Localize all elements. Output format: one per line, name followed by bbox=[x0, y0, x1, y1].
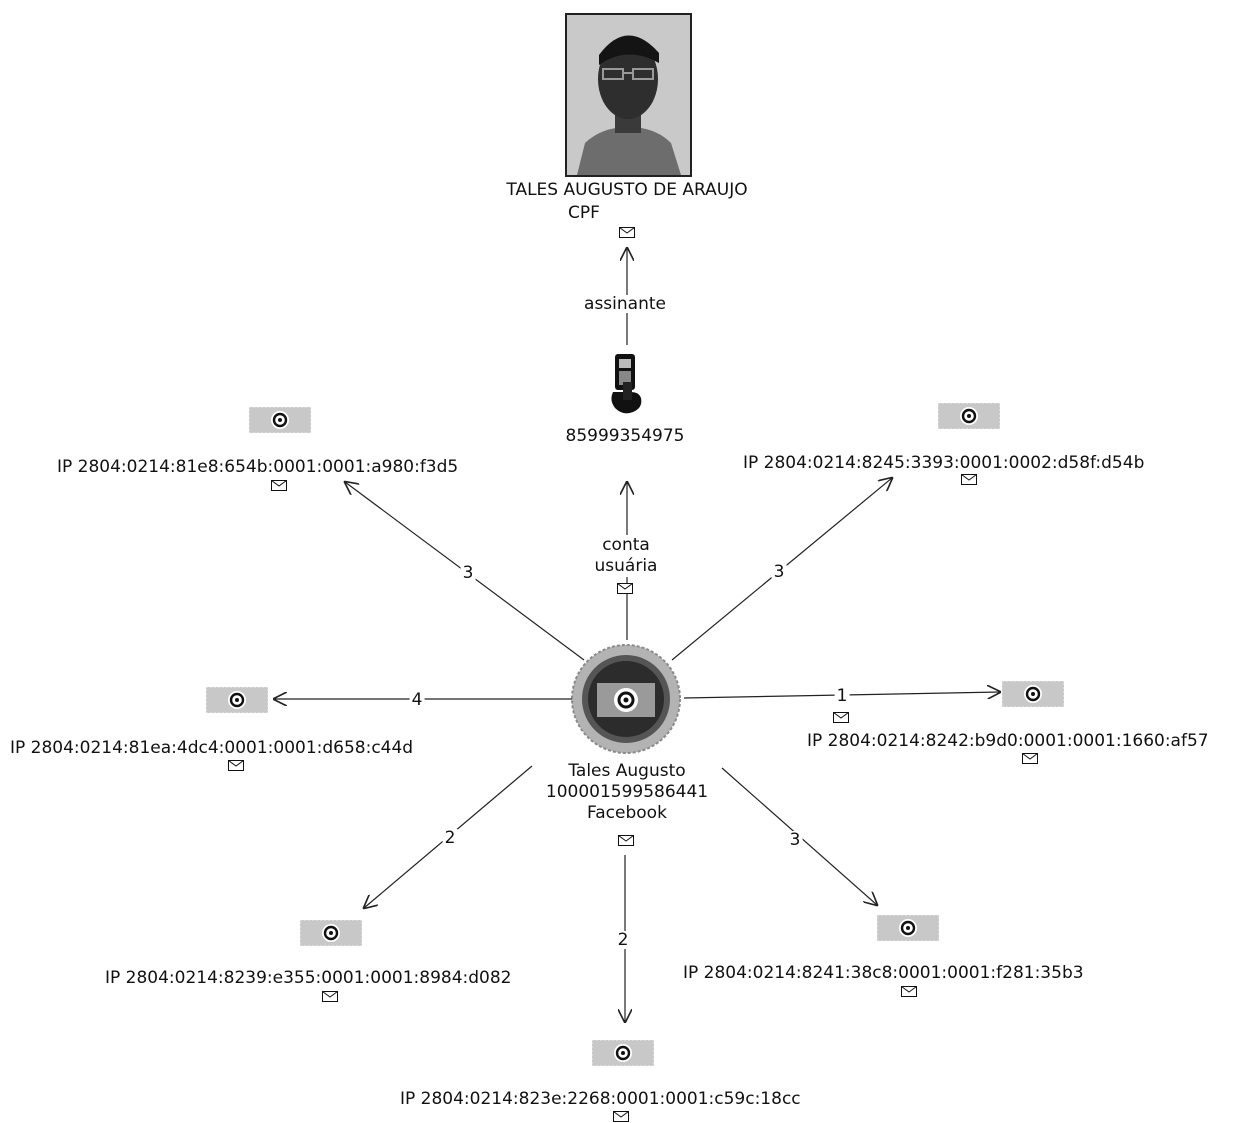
envelope-icon[interactable] bbox=[618, 835, 634, 846]
account-labels: Tales Augusto 100001599586441 Facebook bbox=[546, 761, 708, 824]
internet-at-icon[interactable] bbox=[938, 403, 1000, 429]
envelope-icon[interactable] bbox=[901, 986, 917, 997]
phone-number: 85999354975 bbox=[565, 426, 685, 446]
edge-count-ip6: 3 bbox=[787, 830, 803, 850]
envelope-icon[interactable] bbox=[228, 760, 244, 771]
relation-user-account-label: conta usuária bbox=[594, 535, 658, 577]
ip-address-label: IP 2804:0214:8239:e355:0001:0001:8984:d0… bbox=[105, 968, 512, 988]
ip-address-label: IP 2804:0214:81ea:4dc4:0001:0001:d658:c4… bbox=[10, 738, 414, 758]
edge-count-ip4: 1 bbox=[834, 686, 850, 706]
internet-at-icon[interactable] bbox=[249, 407, 311, 433]
envelope-icon[interactable] bbox=[322, 991, 338, 1002]
account-platform: Facebook bbox=[587, 803, 667, 823]
edge-count-ip3: 4 bbox=[409, 690, 425, 710]
person-name: TALES AUGUSTO DE ARAUJO bbox=[506, 180, 748, 200]
internet-at-icon[interactable] bbox=[1002, 681, 1064, 707]
person-id-label: CPF bbox=[568, 203, 600, 223]
envelope-icon[interactable] bbox=[961, 474, 977, 485]
internet-at-icon[interactable] bbox=[592, 1040, 654, 1066]
envelope-icon[interactable] bbox=[1022, 753, 1038, 764]
ip-address-label: IP 2804:0214:8242:b9d0:0001:0001:1660:af… bbox=[807, 731, 1209, 751]
envelope-icon[interactable] bbox=[617, 583, 633, 594]
relation-user-account-line1: conta bbox=[602, 535, 650, 555]
internet-at-icon[interactable] bbox=[300, 920, 362, 946]
ip-address-label: IP 2804:0214:823e:2268:0001:0001:c59c:18… bbox=[400, 1089, 801, 1109]
internet-at-icon[interactable] bbox=[877, 915, 939, 941]
person-photo[interactable] bbox=[565, 13, 692, 177]
relation-user-account-line2: usuária bbox=[594, 556, 658, 576]
ip-address-label: IP 2804:0214:8241:38c8:0001:0001:f281:35… bbox=[683, 963, 1084, 983]
envelope-icon[interactable] bbox=[619, 227, 635, 238]
envelope-icon[interactable] bbox=[271, 480, 287, 491]
edge-count-ip7: 2 bbox=[615, 930, 631, 950]
edge-count-ip2: 3 bbox=[771, 562, 787, 582]
ip-address-label: IP 2804:0214:8245:3393:0001:0002:d58f:d5… bbox=[743, 453, 1145, 473]
account-user-id: 100001599586441 bbox=[545, 782, 709, 802]
envelope-icon[interactable] bbox=[613, 1111, 629, 1122]
edge-count-ip1: 3 bbox=[460, 563, 476, 583]
envelope-icon[interactable] bbox=[833, 712, 849, 723]
edge-count-ip5: 2 bbox=[442, 828, 458, 848]
ip-address-label: IP 2804:0214:81e8:654b:0001:0001:a980:f3… bbox=[57, 457, 459, 477]
mobile-phone-icon[interactable] bbox=[609, 352, 645, 418]
internet-at-icon[interactable] bbox=[206, 687, 268, 713]
facebook-account-node-icon[interactable] bbox=[570, 643, 682, 755]
account-name: Tales Augusto bbox=[568, 761, 686, 781]
relation-subscriber-label: assinante bbox=[582, 294, 668, 314]
